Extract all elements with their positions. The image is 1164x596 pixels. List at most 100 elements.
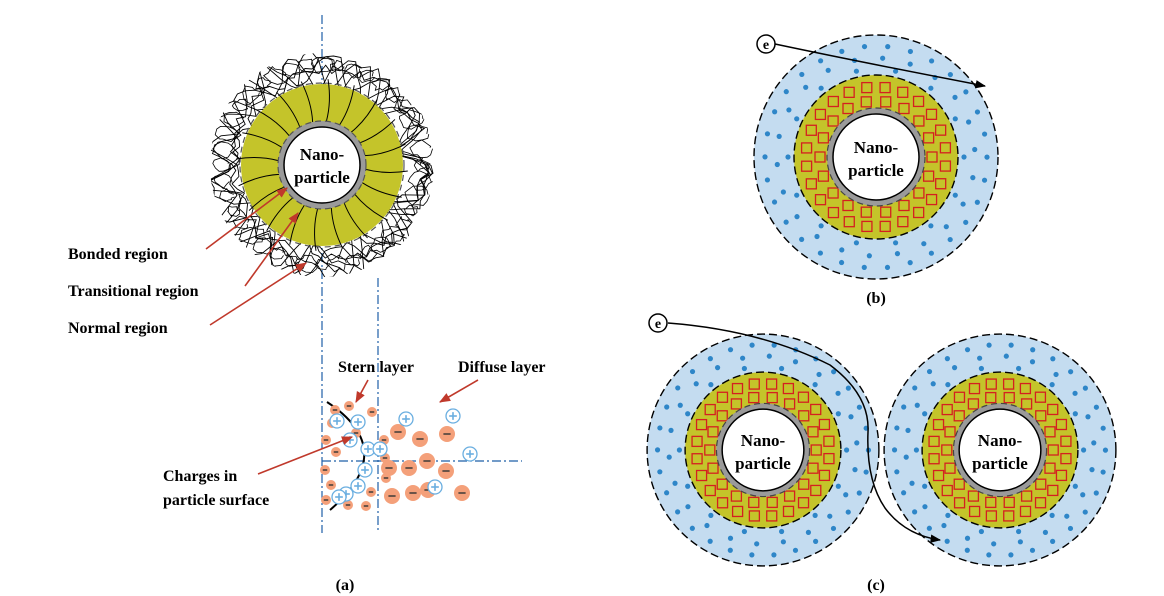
square	[843, 216, 855, 228]
square	[944, 462, 956, 474]
particle-label-a-line2: particle	[294, 168, 350, 187]
polymer-loop	[252, 237, 275, 255]
square	[810, 484, 822, 497]
dot	[901, 404, 907, 410]
dot	[1008, 552, 1014, 558]
dot	[1016, 365, 1022, 372]
dot	[792, 547, 799, 553]
square	[922, 170, 935, 182]
dot	[901, 490, 907, 496]
dot	[892, 68, 899, 74]
charges-label-line2: particle surface	[163, 492, 269, 509]
square	[861, 220, 873, 233]
dot	[727, 347, 734, 353]
transitional-region-boundary	[239, 82, 405, 248]
polymer-loop	[232, 215, 250, 230]
polymer-loop	[404, 185, 431, 206]
bonded-chain	[314, 208, 319, 251]
dot	[714, 365, 721, 371]
square	[748, 391, 760, 404]
square	[814, 151, 826, 163]
dot	[1072, 411, 1078, 417]
dot	[785, 154, 791, 160]
dot	[741, 365, 747, 372]
dot	[1017, 539, 1023, 545]
square	[1003, 496, 1015, 509]
dot	[963, 89, 969, 95]
square	[782, 382, 795, 395]
square	[932, 418, 945, 431]
dot	[831, 369, 837, 375]
dot	[689, 368, 696, 375]
dot	[891, 447, 898, 453]
dot	[951, 365, 958, 371]
square	[953, 391, 966, 403]
dot	[922, 504, 928, 510]
polymer-loop	[380, 226, 405, 246]
dot	[947, 71, 953, 78]
panel-b: Nano-particle (b) e	[753, 34, 999, 307]
square	[818, 469, 831, 482]
dot	[762, 154, 768, 160]
charge-cloud	[320, 401, 478, 511]
square	[695, 418, 708, 431]
dot	[812, 512, 818, 518]
square	[716, 410, 728, 422]
dot	[792, 359, 799, 365]
square	[968, 382, 981, 395]
dot	[1100, 425, 1106, 431]
dot	[1053, 371, 1059, 378]
polymer-loop	[242, 85, 263, 105]
square	[1055, 418, 1068, 431]
polymer-loop	[407, 124, 430, 142]
polymer-chains-normal-region	[210, 53, 434, 277]
dot	[907, 260, 913, 266]
square	[928, 453, 940, 465]
square	[814, 108, 827, 121]
dot	[794, 192, 800, 198]
polymer-loop	[326, 254, 347, 273]
square	[810, 403, 822, 416]
dot	[1067, 525, 1074, 532]
bonded-ring-dashes	[826, 107, 926, 207]
dot	[803, 84, 809, 90]
dot	[1029, 547, 1036, 553]
square	[716, 391, 729, 403]
dot	[772, 109, 778, 115]
square	[827, 206, 840, 219]
dot	[986, 552, 992, 558]
dot	[912, 385, 918, 391]
square	[953, 478, 965, 490]
dot	[863, 469, 869, 475]
dot	[740, 355, 746, 361]
dot	[780, 189, 786, 195]
square	[941, 484, 953, 497]
particle-core	[283, 126, 361, 204]
dot	[1093, 490, 1099, 496]
square	[730, 398, 743, 410]
square	[880, 206, 892, 218]
polymer-loop	[213, 172, 233, 190]
dot	[894, 469, 900, 475]
dot	[945, 382, 951, 388]
square	[913, 206, 925, 219]
diffuse-layer-arrow	[439, 379, 479, 403]
dot	[780, 539, 786, 545]
dot	[766, 353, 772, 359]
square	[1044, 462, 1056, 474]
dot	[666, 454, 672, 460]
dot	[685, 504, 691, 510]
polymer-loop	[403, 204, 419, 217]
square	[880, 96, 892, 108]
square	[817, 170, 830, 182]
dot	[818, 85, 824, 91]
polymer-loop	[344, 63, 362, 79]
square	[748, 378, 760, 390]
dot	[926, 525, 932, 531]
dot	[805, 529, 812, 535]
bonded-chain	[339, 85, 355, 125]
square	[985, 510, 998, 522]
dot	[839, 247, 845, 253]
square	[765, 378, 778, 390]
square	[967, 490, 980, 502]
